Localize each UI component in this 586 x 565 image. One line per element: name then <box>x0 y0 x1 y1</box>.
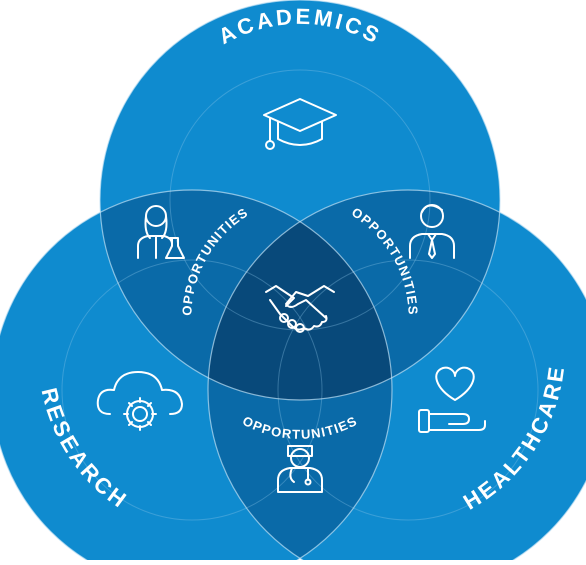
graduation-cap-icon <box>263 98 337 150</box>
businessman-icon <box>409 204 455 259</box>
handshake-icon <box>265 285 335 333</box>
heart-in-hand-icon <box>418 366 486 433</box>
overlap-center <box>208 190 392 400</box>
cloud-gear-icon <box>96 371 183 431</box>
doctor-icon <box>277 445 323 493</box>
scientist-icon <box>137 205 185 259</box>
